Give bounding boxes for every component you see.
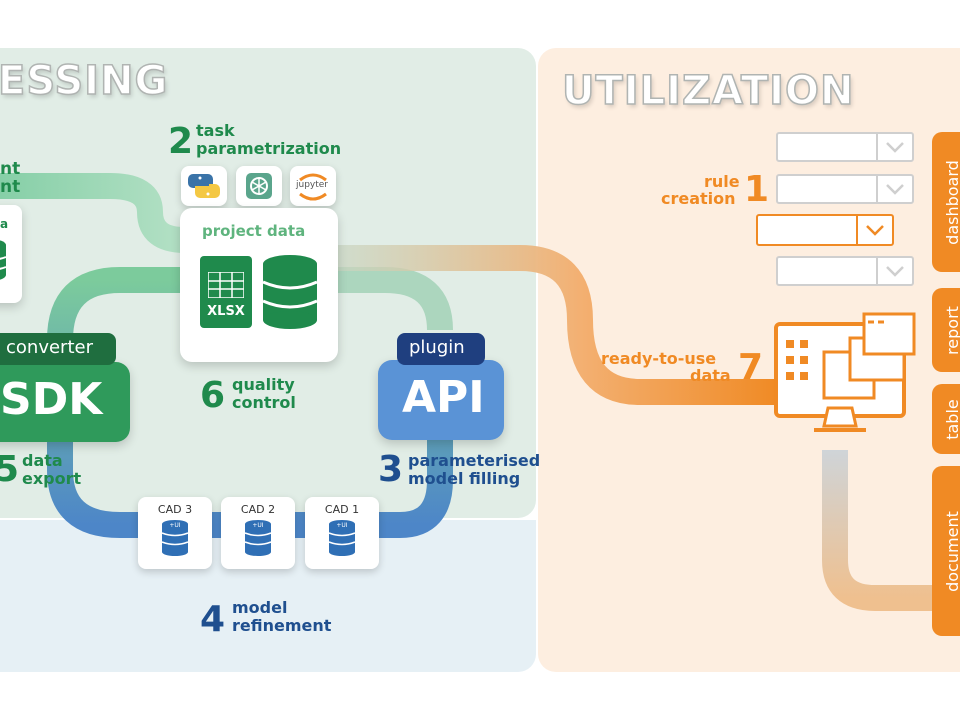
step6-line2: control <box>232 393 296 412</box>
python-icon <box>181 166 227 206</box>
ribbon-to-api <box>330 267 453 331</box>
side-tab-report[interactable]: report <box>932 288 960 372</box>
converter-label: converter <box>6 337 93 358</box>
plugin-label: plugin <box>409 337 465 358</box>
cad-sub: +UI <box>169 522 181 529</box>
left-mini-label: a <box>0 217 9 231</box>
left-fragment-1: nt <box>0 159 21 179</box>
database-icon <box>0 240 7 280</box>
side-tab-dashboard[interactable]: dashboard <box>932 132 960 272</box>
cad-card: CAD 2 +UI <box>221 497 295 569</box>
chevron-down-icon <box>876 176 912 202</box>
step6-line1: quality <box>232 375 295 394</box>
dropdown-field[interactable] <box>776 174 914 204</box>
step5-line1: data <box>22 451 63 470</box>
step2-number: 2 <box>168 121 194 162</box>
side-tab-label: dashboard <box>942 159 960 245</box>
cad-label: CAD 3 <box>157 503 193 516</box>
ribbon-ready <box>335 245 780 405</box>
utilization-title: UTILIZATION <box>561 67 855 115</box>
step3-number: 3 <box>378 449 404 490</box>
step4-line1: model <box>232 598 288 617</box>
left-mini-card: a <box>0 205 22 303</box>
jupyter-icon: jupyter <box>290 166 336 206</box>
side-tab-label: table <box>942 398 960 440</box>
step7-number: 7 <box>738 347 764 388</box>
step5-line2: export <box>22 469 82 488</box>
dropdown-field-active[interactable] <box>756 214 894 246</box>
chevron-down-icon <box>856 216 892 244</box>
api-label: API <box>402 372 485 423</box>
ribbon-input <box>0 173 200 253</box>
step4-number: 4 <box>200 599 226 640</box>
chevron-down-icon <box>876 258 912 284</box>
openai-icon <box>236 166 282 206</box>
project-data-title: project data <box>202 222 306 240</box>
step7-line2: data <box>690 366 731 385</box>
plugin-badge: plugin <box>397 333 485 365</box>
step1-number: 1 <box>744 169 770 210</box>
xlsx-file-icon: XLSX <box>200 256 252 328</box>
ribbon-loop <box>47 267 453 538</box>
cad-sub: +UI <box>336 522 348 529</box>
jupyter-label: jupyter <box>296 180 329 190</box>
step1-line1: rule <box>704 172 740 191</box>
ribbon-document <box>822 450 940 611</box>
project-data-card: project data XLSX <box>180 208 338 362</box>
cad-label: CAD 1 <box>324 503 360 516</box>
monitor-dashboard-icon <box>774 312 916 432</box>
cad-label: CAD 2 <box>240 503 276 516</box>
database-icon <box>328 520 356 556</box>
sdk-label: SDK <box>0 374 103 425</box>
database-icon <box>161 520 189 556</box>
step3-line1: parameterised <box>408 451 541 470</box>
chevron-down-icon <box>876 134 912 160</box>
side-tab-document[interactable]: document <box>932 466 960 636</box>
step2-line1: task <box>196 121 235 140</box>
step2-line2: parametrization <box>196 139 342 158</box>
converter-badge: converter <box>0 333 116 365</box>
cad-sub: +UI <box>252 522 264 529</box>
dropdown-field[interactable] <box>776 132 914 162</box>
step3-line2: model filling <box>408 469 521 488</box>
cad-card: CAD 3 +UI <box>138 497 212 569</box>
step6-number: 6 <box>200 375 226 416</box>
dropdown-field[interactable] <box>776 256 914 286</box>
database-icon <box>244 520 272 556</box>
processing-title: ESSING <box>0 57 169 105</box>
step4-line2: refinement <box>232 616 332 635</box>
side-tab-label: document <box>942 510 960 592</box>
sdk-box: SDK <box>0 362 130 442</box>
step5-number: 5 <box>0 449 20 490</box>
step7-line1: ready-to-use <box>601 349 717 368</box>
side-tab-table[interactable]: table <box>932 384 960 454</box>
side-tab-label: report <box>942 305 960 355</box>
step1-line2: creation <box>661 189 736 208</box>
api-box: API <box>378 360 504 440</box>
cad-card: CAD 1 +UI <box>305 497 379 569</box>
left-fragment-2: nt <box>0 177 21 197</box>
xlsx-label: XLSX <box>207 304 245 319</box>
database-icon <box>262 255 318 329</box>
